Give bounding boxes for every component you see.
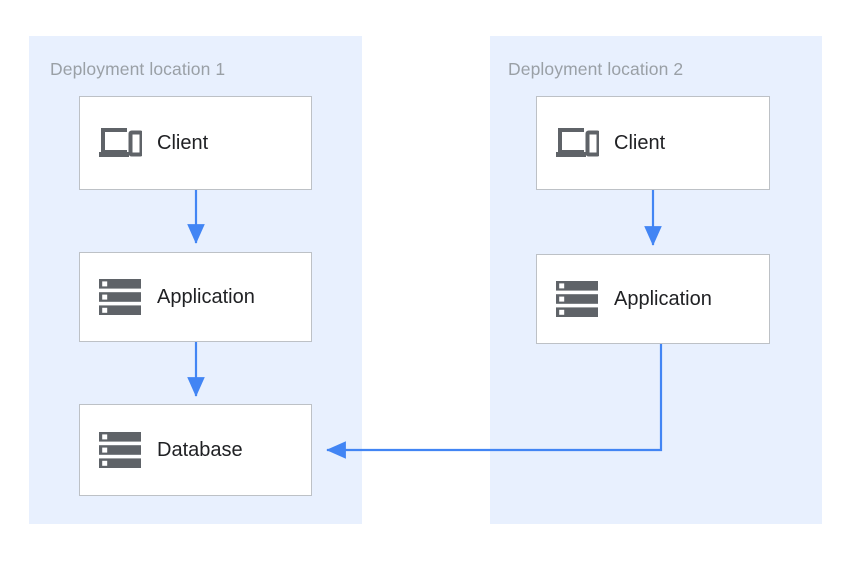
node-application-1-label: Application [157, 285, 255, 308]
node-database-1[interactable]: Database [79, 404, 312, 496]
node-client-1[interactable]: Client [79, 96, 312, 190]
deployment-zone-1-label: Deployment location 1 [50, 59, 226, 79]
server-icon [97, 427, 143, 473]
node-client-2[interactable]: Client [536, 96, 770, 190]
node-client-1-label: Client [157, 131, 209, 154]
server-icon [97, 274, 143, 320]
node-database-1-label: Database [157, 438, 243, 461]
node-application-1[interactable]: Application [79, 252, 312, 342]
client-devices-icon [554, 120, 600, 166]
node-application-2-label: Application [614, 287, 712, 310]
server-icon [554, 276, 600, 322]
client-devices-icon [97, 120, 143, 166]
node-application-2[interactable]: Application [536, 254, 770, 344]
node-client-2-label: Client [614, 131, 666, 154]
deployment-zone-2-label: Deployment location 2 [508, 59, 684, 79]
